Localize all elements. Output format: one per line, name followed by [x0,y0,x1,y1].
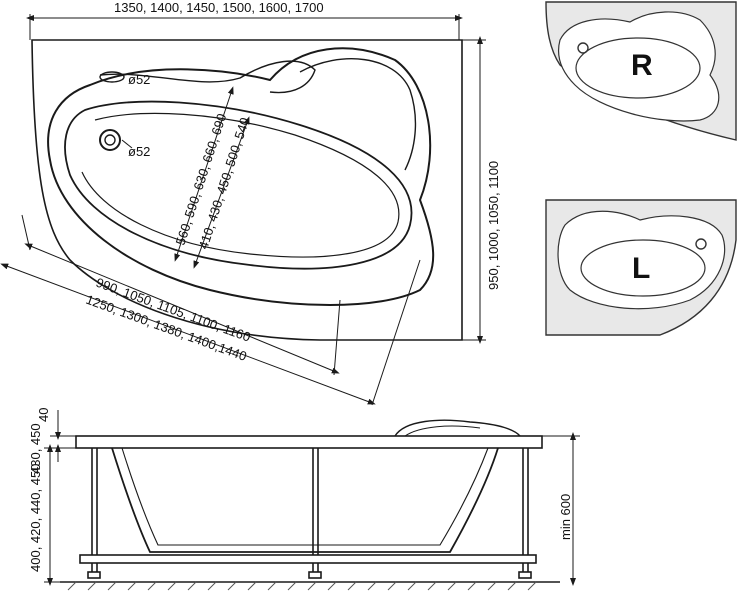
backrest [99,60,316,94]
dim-inner-diag [24,243,340,374]
drain-top-icon [99,71,125,83]
floor-min-label: min 600 [558,494,573,540]
variant-l: L [545,199,737,336]
variant-r-drain-icon [577,42,589,54]
tub-height-a-label: 400, 420, 440, 450 [28,464,43,572]
variant-r-label: R [631,49,653,82]
drain-main-icon [99,129,121,151]
headrest [394,419,521,437]
tub-height-b-label: 430, 450 [28,423,43,474]
dim-inner-width-b [193,116,250,269]
variant-l-drain-icon [695,238,707,250]
side-view [60,419,560,583]
frame-rail [79,554,537,564]
side-rim [75,435,543,449]
top-width-label: 1350, 1400, 1450, 1500, 1600, 1700 [114,0,324,15]
drain-main-label: ø52 [128,144,150,159]
top-view [29,14,463,341]
rim-height-label: 40 [36,408,51,422]
variant-r: R [545,1,737,141]
tub-rim [47,47,435,306]
variant-l-label: L [632,252,650,285]
drain-top-label: ø52 [128,72,150,87]
side-basin [111,447,499,553]
inner-basin [64,100,413,270]
right-depth-label: 950, 1000, 1050, 1100 [486,161,501,290]
